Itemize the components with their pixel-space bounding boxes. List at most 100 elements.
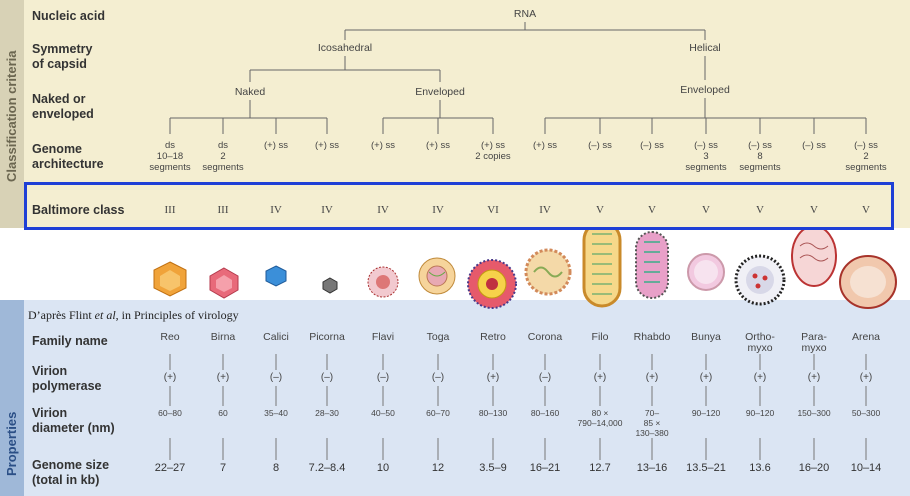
virion-diameter-cell: 50–300 [851,408,881,418]
family-name-cell: Calici [263,331,289,343]
family-name-cell: Rhabdo [633,331,671,343]
label-nucleic-acid: Nucleic acid [32,9,105,23]
orthomyxo-virion-icon [734,254,786,306]
paramyxo-virion-icon [791,228,837,287]
node-icosahedral: Icosahedral [317,42,373,54]
genome-size-cell: 22–27 [154,462,186,474]
virion-polymerase-cell: (+) [859,372,873,383]
toga-virion-icon [418,257,456,295]
genome-architecture-cell: (+) ss [314,140,339,151]
family-name-cell: Flavi [371,331,395,343]
baltimore-class-highlight [24,182,894,230]
virion-polymerase-cell: (–) [269,372,283,383]
retro-virion-icon [467,259,517,309]
genome-size-cell: 16–21 [529,462,561,474]
label-symmetry: Symmetry of capsid [32,42,93,71]
virion-diameter-cell: 90–120 [691,408,721,418]
genome-size-cell: 7 [219,462,227,474]
family-name-cell: Bunya [691,331,721,343]
virion-polymerase-cell: (–) [431,372,445,383]
properties-panel [0,300,910,496]
property-connector-lines [169,354,867,460]
family-name-cell: Toga [426,331,450,343]
baltimore-class-cell: V [862,204,870,216]
baltimore-class-cell: IV [270,204,282,216]
reo-virion-icon [153,261,187,297]
arena-virion-icon [839,255,897,309]
flavi-virion-icon [367,266,399,298]
baltimore-class-cell: IV [377,204,389,216]
genome-architecture-cell: (–) ss [640,140,664,151]
virion-diameter-cell: 150–300 [797,408,831,418]
virion-diameter-cell: 28–30 [315,408,339,418]
genome-size-cell: 13.6 [749,462,771,474]
virion-diameter-cell: 90–120 [745,408,775,418]
baltimore-class-cell: IV [432,204,444,216]
virion-polymerase-cell: (–) [538,372,552,383]
family-name-cell: Arena [851,331,881,343]
virion-diameter-cell: 60 [218,408,228,418]
family-name-cell: Birna [210,331,236,343]
genome-size-cell: 10 [376,462,390,474]
baltimore-class-cell: III [217,204,229,216]
genome-architecture-cell: (–) ss [802,140,826,151]
genome-architecture-cell: (–) ss 8 segments [739,140,781,173]
corona-virion-icon [524,248,572,296]
genome-size-cell: 12.7 [589,462,611,474]
label-family-name: Family name [32,334,108,348]
family-name-cell: Corona [527,331,563,343]
virion-diameter-cell: 80 × 790–14,000 [577,408,623,428]
virion-polymerase-cell: (+) [699,372,713,383]
genome-size-cell: 3.5–9 [479,462,507,474]
genome-architecture-cell: (+) ss [263,140,288,151]
virion-illustrations [153,228,897,309]
genome-architecture-cell: ds 10–18 segments [149,140,191,173]
virion-polymerase-cell: (+) [645,372,659,383]
family-name-cell: Ortho- myxo [745,331,775,354]
node-rna: RNA [513,8,537,20]
baltimore-class-cell: V [702,204,710,216]
node-enveloped-helical: Enveloped [680,84,730,96]
virion-polymerase-cell: (–) [320,372,334,383]
virion-diameter-cell: 60–80 [158,408,182,418]
label-genome-architecture: Genome architecture [32,142,104,171]
classification-tree-lines [169,22,867,134]
virion-polymerase-cell: (+) [593,372,607,383]
baltimore-class-cell: IV [321,204,333,216]
birna-virion-icon [209,267,239,299]
label-virion-diameter: Virion diameter (nm) [32,406,115,435]
virion-polymerase-cell: (–) [376,372,390,383]
node-naked: Naked [234,86,266,98]
virion-diameter-cell: 80–130 [478,408,508,418]
genome-size-cell: 7.2–8.4 [308,462,346,474]
baltimore-class-cell: V [756,204,764,216]
virion-polymerase-cell: (+) [807,372,821,383]
genome-size-cell: 16–20 [798,462,830,474]
label-genome-size: Genome size (total in kb) [32,458,110,487]
family-name-cell: Reo [160,331,180,343]
genome-architecture-cell: (+) ss [425,140,450,151]
family-name-cell: Para- myxo [801,331,827,354]
baltimore-class-cell: V [810,204,818,216]
baltimore-class-cell: V [596,204,604,216]
rhabdo-virion-icon [635,231,669,299]
virion-polymerase-cell: (+) [486,372,500,383]
genome-architecture-cell: ds 2 segments [202,140,244,173]
virion-polymerase-cell: (+) [163,372,177,383]
genome-size-cell: 13.5–21 [686,462,726,474]
baltimore-class-cell: III [164,204,176,216]
criteria-panel [0,0,910,228]
virion-diameter-cell: 60–70 [426,408,450,418]
node-helical: Helical [689,42,721,54]
family-name-cell: Retro [480,331,506,343]
virion-polymerase-cell: (+) [753,372,767,383]
picorna-virion-icon [322,277,338,294]
calici-virion-icon [265,265,287,287]
label-virion-polymerase: Virion polymerase [32,364,102,393]
family-name-cell: Picorna [309,331,345,343]
genome-size-cell: 10–14 [850,462,882,474]
properties-sidebar [0,300,24,496]
virion-diameter-cell: 40–50 [371,408,395,418]
baltimore-class-cell: IV [539,204,551,216]
